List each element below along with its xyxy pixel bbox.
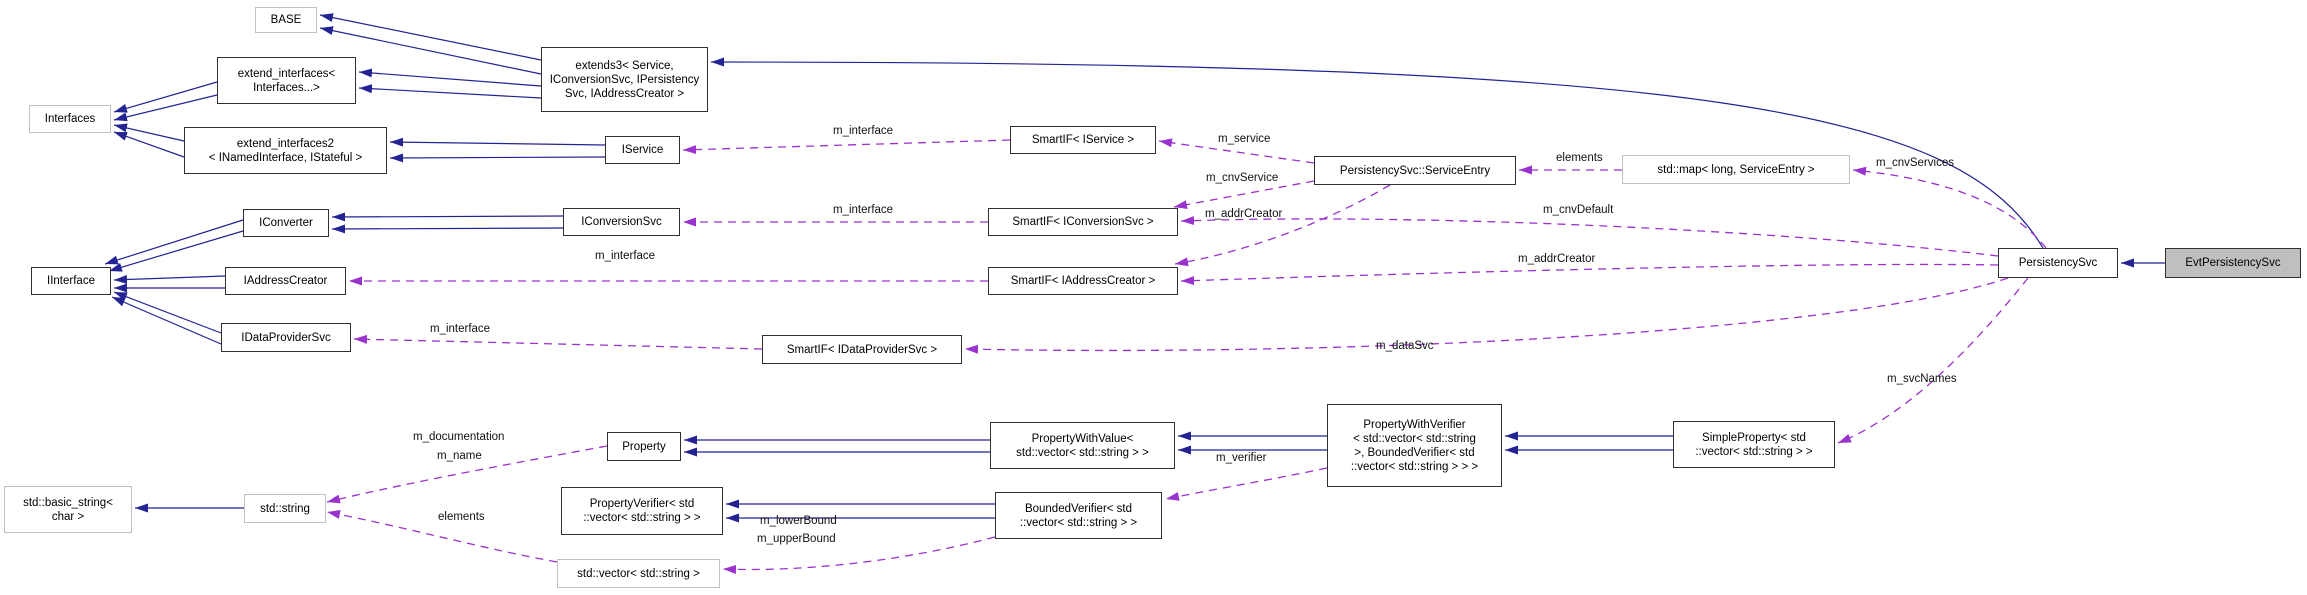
edge-persistencysvc-svcnames (1837, 277, 2029, 444)
node-property[interactable]: Property (607, 432, 681, 461)
edge-label-m-addrcreator-entry: m_addrCreator (1205, 208, 1283, 220)
node-persistencysvc[interactable]: PersistencySvc (1998, 248, 2118, 278)
node-extend-interfaces2[interactable]: extend_interfaces2 < INamedInterface, IS… (184, 127, 387, 174)
edge-persistencysvc-cnvservices (1852, 166, 2047, 249)
edge-label-m-svcnames: m_svcNames (1887, 373, 1957, 385)
node-iservice-label: IService (621, 144, 664, 156)
edge-iconverter-iinterface-1 (104, 219, 244, 265)
edge-label-elements-vector: elements (438, 511, 485, 523)
node-interfaces: Interfaces (29, 105, 111, 133)
node-std-basic-string: std::basic_string< char > (4, 486, 132, 533)
node-extend-interfaces2-label: extend_interfaces2 < INamedInterface, IS… (208, 137, 363, 164)
node-smartif-iconversionsvc[interactable]: SmartIF< IConversionSvc > (988, 208, 1178, 236)
edge-label-m-interface-conversion: m_interface (833, 204, 894, 216)
edge-persistencysvc-addrcreator (1180, 263, 1999, 286)
edge-label-m-datasvc: m_dataSvc (1376, 340, 1434, 352)
node-std-string-label: std::string (260, 502, 310, 515)
edge-label-m-addrcreator-svc: m_addrCreator (1518, 253, 1596, 265)
edge-idataprovidersvc-iinterface-2 (111, 296, 222, 345)
node-std-string: std::string (244, 494, 326, 523)
edge-label-m-service: m_service (1218, 133, 1271, 145)
node-std-vector-label: std::vector< std::string > (577, 567, 700, 580)
edge-label-elements-map: elements (1556, 152, 1603, 164)
edge-label-m-cnvdefault: m_cnvDefault (1543, 204, 1614, 216)
edge-label-m-name: m_name (437, 450, 482, 462)
edge-smartifiservice-iservice (682, 139, 1011, 155)
node-base-label: BASE (270, 14, 302, 26)
node-smartif-iservice[interactable]: SmartIF< IService > (1010, 126, 1156, 154)
node-iconverter-label: IConverter (259, 217, 313, 229)
node-extends3-label: extends3< Service, IConversionSvc, IPers… (549, 59, 700, 100)
node-extends3[interactable]: extends3< Service, IConversionSvc, IPers… (541, 47, 708, 112)
node-smartif-idataprovidersvc[interactable]: SmartIF< IDataProviderSvc > (762, 335, 962, 364)
edge-iconversionsvc-iconverter-2 (331, 224, 564, 234)
node-base: BASE (255, 7, 317, 33)
node-iinterface-label: IInterface (47, 275, 95, 287)
node-iinterface[interactable]: IInterface (31, 267, 111, 295)
edge-serviceentry-smartifiaddresscreator (1174, 184, 1391, 267)
node-iaddresscreator-label: IAddressCreator (243, 275, 328, 287)
node-boundedverifier-label: BoundedVerifier< std ::vector< std::stri… (1019, 502, 1138, 529)
node-persistencysvc-serviceentry[interactable]: PersistencySvc::ServiceEntry (1314, 156, 1516, 185)
edge-label-m-upperbound: m_upperBound (757, 533, 836, 545)
node-evtpersistencysvc-label: EvtPersistencySvc (2185, 257, 2281, 269)
edge-extendinterfaces-interfaces-1 (113, 81, 218, 113)
node-std-map-label: std::map< long, ServiceEntry > (1657, 163, 1815, 176)
node-smartif-iservice-label: SmartIF< IService > (1031, 134, 1135, 146)
edge-iconverter-iinterface-2 (108, 230, 244, 272)
edge-label-m-cnvservices: m_cnvServices (1876, 157, 1954, 169)
edge-persistencysvc-cnvdefault (1180, 216, 1999, 257)
node-std-map: std::map< long, ServiceEntry > (1622, 155, 1850, 184)
node-propertyverifier-label: PropertyVerifier< std ::vector< std::str… (583, 498, 701, 524)
node-property-label: Property (622, 440, 666, 453)
node-persistencysvc-serviceentry-label: PersistencySvc::ServiceEntry (1339, 164, 1491, 177)
node-iservice[interactable]: IService (605, 136, 680, 164)
node-extend-interfaces-label: extend_interfaces< Interfaces...> (237, 67, 336, 94)
node-extend-interfaces[interactable]: extend_interfaces< Interfaces...> (217, 57, 356, 104)
edge-label-m-interface-address: m_interface (595, 250, 656, 262)
edge-label-m-lowerbound: m_lowerBound (760, 515, 837, 527)
node-simpleproperty-label: SimpleProperty< std ::vector< std::strin… (1695, 431, 1813, 458)
node-std-basic-string-label: std::basic_string< char > (23, 496, 113, 523)
node-propertywithvalue-label: PropertyWithValue< std::vector< std::str… (1016, 432, 1149, 459)
edge-label-m-interface-dataprovider: m_interface (430, 323, 491, 335)
node-persistencysvc-label: PersistencySvc (2018, 257, 2098, 269)
node-propertywithverifier-label: PropertyWithVerifier < std::vector< std:… (1350, 418, 1479, 473)
edge-extends3-extendinterfaces-2 (358, 84, 542, 99)
node-evtpersistencysvc: EvtPersistencySvc (2165, 248, 2301, 278)
node-propertyverifier[interactable]: PropertyVerifier< std ::vector< std::str… (561, 487, 723, 535)
edge-iservice-extendinterfaces2-1 (389, 137, 606, 147)
node-propertywithvalue[interactable]: PropertyWithValue< std::vector< std::str… (990, 422, 1175, 469)
edge-label-m-interface-service: m_interface (833, 125, 894, 137)
edge-extendinterfaces2-interfaces-1 (113, 123, 185, 142)
node-idataprovidersvc[interactable]: IDataProviderSvc (221, 323, 351, 352)
edge-iservice-extendinterfaces2-2 (389, 153, 606, 163)
edge-extends3-extendinterfaces-1 (358, 68, 542, 87)
node-smartif-idataprovidersvc-label: SmartIF< IDataProviderSvc > (786, 343, 938, 356)
edge-iaddresscreator-iinterface-1 (113, 275, 226, 285)
node-smartif-iaddresscreator[interactable]: SmartIF< IAddressCreator > (988, 267, 1178, 295)
node-std-vector: std::vector< std::string > (557, 559, 720, 588)
edge-extendinterfaces2-interfaces-2 (113, 131, 185, 158)
edge-propertywithverifier-boundedverifier (1165, 467, 1328, 501)
node-idataprovidersvc-label: IDataProviderSvc (241, 331, 331, 344)
edge-idataprovidersvc-iinterface-1 (113, 291, 222, 334)
node-simpleproperty[interactable]: SimpleProperty< std ::vector< std::strin… (1673, 421, 1835, 468)
edge-label-m-cnvservice: m_cnvService (1206, 172, 1279, 184)
node-propertywithverifier[interactable]: PropertyWithVerifier < std::vector< std:… (1327, 404, 1502, 487)
edge-iconversionsvc-iconverter-1 (331, 212, 564, 222)
edge-extendinterfaces-interfaces-2 (113, 94, 218, 122)
edge-smartifidataprovidersvc-idataprovidersvc (353, 334, 763, 350)
edge-label-m-documentation: m_documentation (413, 431, 505, 443)
node-smartif-iconversionsvc-label: SmartIF< IConversionSvc > (1012, 216, 1154, 228)
edge-extends3-base-1 (319, 13, 542, 61)
node-interfaces-label: Interfaces (44, 113, 96, 125)
node-iconversionsvc[interactable]: IConversionSvc (563, 208, 680, 236)
node-iconversionsvc-label: IConversionSvc (581, 216, 662, 228)
node-iaddresscreator[interactable]: IAddressCreator (225, 267, 346, 295)
node-iconverter[interactable]: IConverter (243, 209, 329, 237)
node-boundedverifier[interactable]: BoundedVerifier< std ::vector< std::stri… (995, 492, 1162, 539)
edge-label-m-verifier: m_verifier (1216, 452, 1267, 464)
node-smartif-iaddresscreator-label: SmartIF< IAddressCreator > (1010, 275, 1156, 287)
